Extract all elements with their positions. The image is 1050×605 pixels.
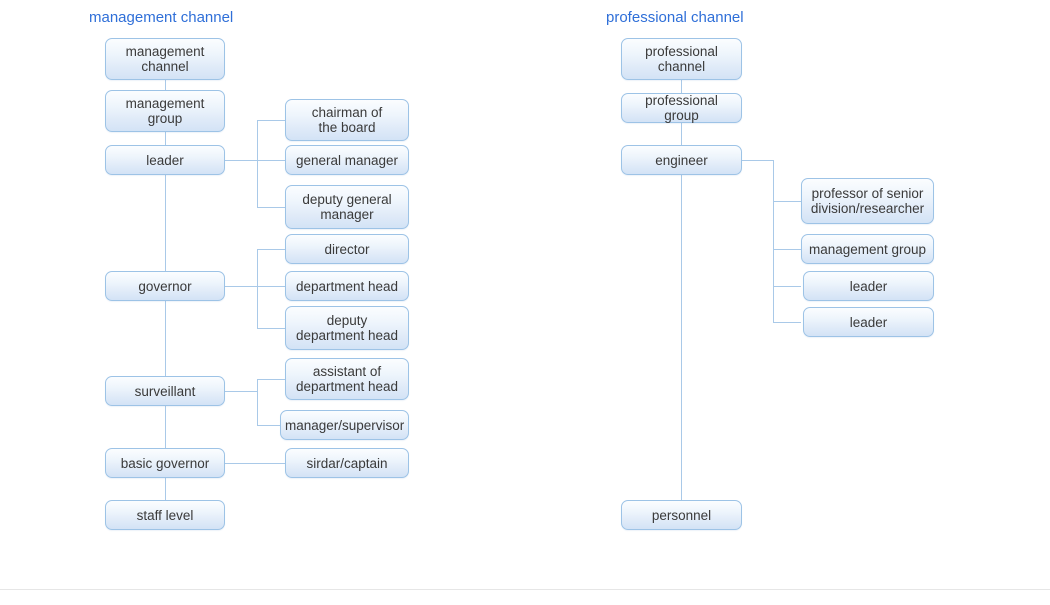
- node-director[interactable]: director: [285, 234, 409, 264]
- bottom-divider: [0, 589, 1050, 590]
- node-label: leader: [849, 278, 888, 294]
- node-leader-2[interactable]: leader: [803, 307, 934, 337]
- node-label: general manager: [295, 152, 399, 168]
- node-deputy-dept[interactable]: deputy department head: [285, 306, 409, 350]
- node-sirdar-captain[interactable]: sirdar/captain: [285, 448, 409, 478]
- branch-stub-leader: [257, 160, 285, 161]
- branch-stem-leader: [225, 160, 257, 161]
- branch-stub-engineer: [773, 322, 801, 323]
- branch-stem-basic-governor: [225, 463, 285, 464]
- node-leader-1[interactable]: leader: [803, 271, 934, 301]
- node-personnel[interactable]: personnel: [621, 500, 742, 530]
- node-label: professor of senior division/researcher: [810, 186, 925, 216]
- branch-stub-surveillant: [257, 379, 285, 380]
- node-label: chairman of the board: [311, 105, 383, 135]
- spine-connector-professional: [681, 175, 682, 500]
- branch-stub-engineer: [773, 249, 801, 250]
- branch-stem-engineer: [742, 160, 773, 161]
- node-label: engineer: [655, 152, 708, 168]
- spine-connector-management: [165, 80, 166, 90]
- spine-connector-professional: [681, 123, 682, 145]
- branch-stub-surveillant: [257, 425, 285, 426]
- node-label: professional channel: [645, 44, 718, 74]
- branch-bus-governor: [257, 249, 258, 328]
- branch-stem-surveillant: [225, 391, 257, 392]
- node-mgmt-group[interactable]: management group: [105, 90, 225, 132]
- column-title-management-channel: management channel: [89, 9, 234, 26]
- spine-connector-management: [165, 406, 166, 448]
- branch-stub-leader: [257, 207, 285, 208]
- node-chairman[interactable]: chairman of the board: [285, 99, 409, 141]
- node-mgmt-channel[interactable]: management channel: [105, 38, 225, 80]
- node-label: professional group: [645, 93, 718, 123]
- node-prof-group[interactable]: professional group: [621, 93, 742, 123]
- branch-stub-leader: [257, 120, 285, 121]
- node-label: management group: [125, 96, 205, 126]
- branch-stub-governor: [257, 286, 285, 287]
- branch-stem-governor: [225, 286, 257, 287]
- node-engineer[interactable]: engineer: [621, 145, 742, 175]
- node-label: manager/supervisor: [285, 417, 405, 433]
- branch-stub-engineer: [773, 201, 801, 202]
- spine-connector-management: [165, 132, 166, 145]
- branch-stub-governor: [257, 328, 285, 329]
- node-leader[interactable]: leader: [105, 145, 225, 175]
- node-basic-governor[interactable]: basic governor: [105, 448, 225, 478]
- node-label: personnel: [651, 507, 712, 523]
- node-label: department head: [295, 278, 399, 294]
- node-assistant-dept[interactable]: assistant of department head: [285, 358, 409, 400]
- node-dept-head[interactable]: department head: [285, 271, 409, 301]
- node-label: sirdar/captain: [306, 455, 388, 471]
- branch-bus-engineer: [773, 160, 774, 322]
- node-mgmt-group-2[interactable]: management group: [801, 234, 934, 264]
- branch-bus-leader: [257, 120, 258, 207]
- spine-connector-management: [165, 175, 166, 271]
- node-staff-level[interactable]: staff level: [105, 500, 225, 530]
- node-surveillant[interactable]: surveillant: [105, 376, 225, 406]
- node-general-mgr[interactable]: general manager: [285, 145, 409, 175]
- node-prof-channel[interactable]: professional channel: [621, 38, 742, 80]
- node-label: management channel: [125, 44, 205, 74]
- node-manager-super[interactable]: manager/supervisor: [280, 410, 409, 440]
- node-label: basic governor: [120, 455, 210, 471]
- branch-stub-engineer: [773, 286, 801, 287]
- node-label: assistant of department head: [295, 364, 399, 394]
- spine-connector-management: [165, 301, 166, 376]
- node-label: governor: [138, 278, 192, 294]
- node-label: director: [324, 241, 370, 257]
- node-label: management group: [808, 241, 927, 257]
- branch-bus-surveillant: [257, 379, 258, 425]
- node-label: surveillant: [134, 383, 196, 399]
- node-label: staff level: [136, 507, 194, 523]
- node-governor[interactable]: governor: [105, 271, 225, 301]
- node-label: deputy general manager: [302, 192, 392, 222]
- branch-stub-governor: [257, 249, 285, 250]
- node-prof-senior[interactable]: professor of senior division/researcher: [801, 178, 934, 224]
- node-label: leader: [849, 314, 888, 330]
- spine-connector-management: [165, 478, 166, 500]
- node-label: deputy department head: [295, 313, 399, 343]
- column-title-professional-channel: professional channel: [606, 9, 744, 26]
- spine-connector-professional: [681, 80, 682, 93]
- node-deputy-gen-mgr[interactable]: deputy general manager: [285, 185, 409, 229]
- node-label: leader: [146, 152, 184, 168]
